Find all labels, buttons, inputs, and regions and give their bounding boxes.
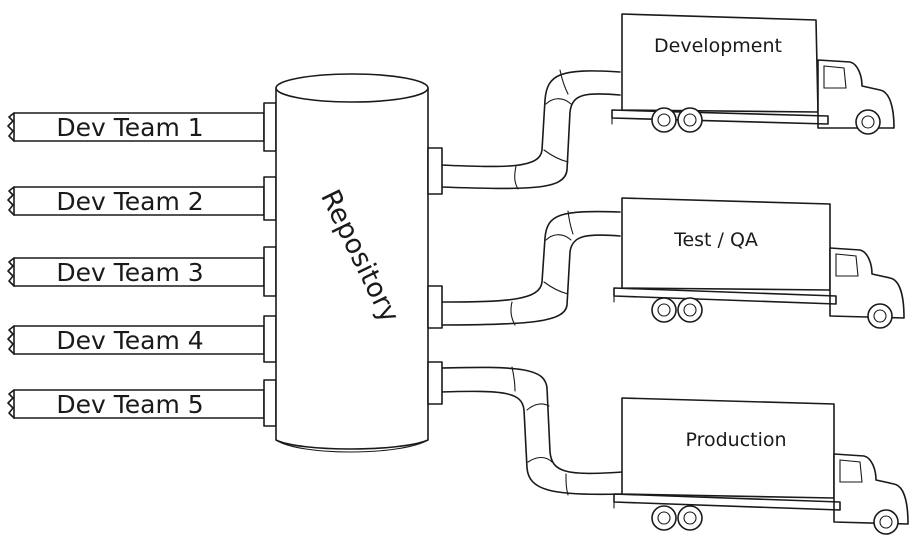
pipe-to-development: [439, 69, 621, 190]
truck-label-test-qa: Test / QA: [673, 229, 758, 251]
team-strip-3: Dev Team 3: [7, 246, 277, 297]
team-strip-2: Dev Team 2: [7, 176, 277, 221]
pipe-to-production: [439, 366, 623, 496]
pipe-to-test-qa: [439, 210, 621, 326]
team-label-5: Dev Team 5: [56, 390, 203, 419]
team-strip-4: Dev Team 4: [7, 315, 277, 363]
truck-production: Production: [613, 397, 909, 535]
team-label-3: Dev Team 3: [56, 258, 203, 287]
truck-label-development: Development: [654, 35, 782, 57]
truck-development: Development: [611, 13, 895, 135]
truck-label-production: Production: [685, 429, 786, 451]
truck-test-qa: Test / QA: [613, 197, 905, 329]
team-label-1: Dev Team 1: [56, 113, 203, 142]
repository: Repository: [275, 73, 443, 453]
team-label-4: Dev Team 4: [56, 326, 203, 355]
team-label-2: Dev Team 2: [56, 187, 203, 216]
team-strip-5: Dev Team 5: [7, 379, 277, 427]
team-strip-1: Dev Team 1: [7, 102, 277, 152]
